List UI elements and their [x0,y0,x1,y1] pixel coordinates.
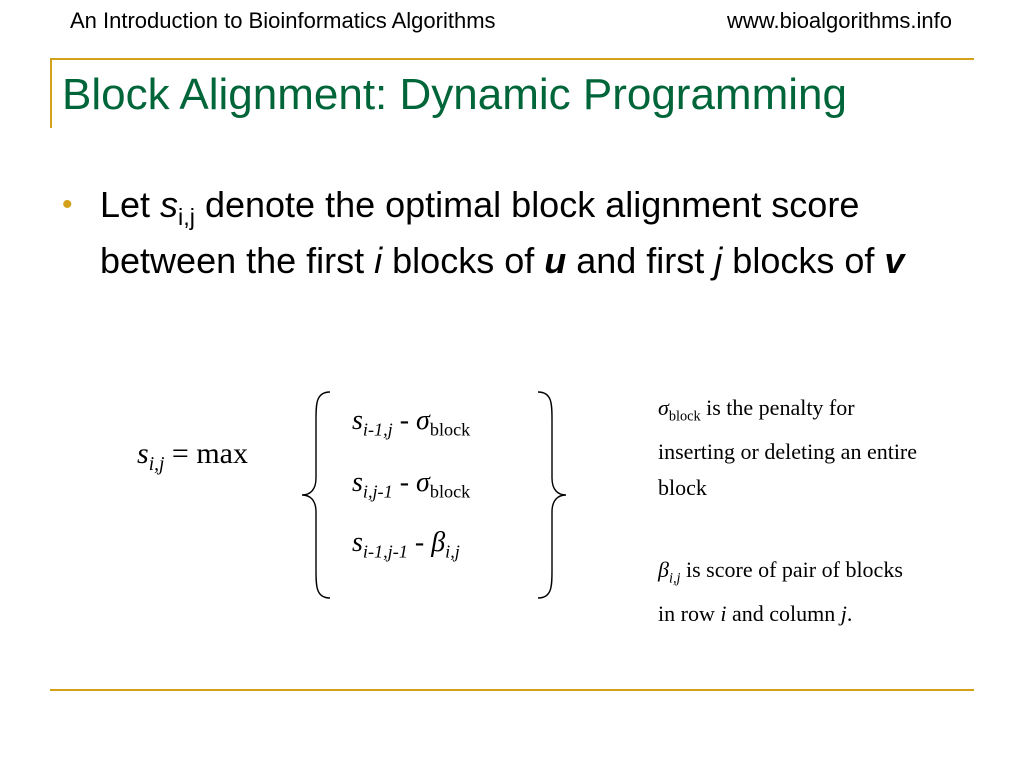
bullet-dot-icon: • [62,188,73,221]
recurrence-case-2: si,j-1 - σblock [352,467,471,502]
sigma-block-note: σblock is the penalty for inserting or d… [658,395,918,501]
recurrence-lhs: si,j = max [137,437,248,475]
right-brace [537,391,567,599]
website-url: www.bioalgorithms.info [727,8,952,33]
recurrence-case-1: si-1,j - σblock [352,405,471,440]
accent-rule-bottom [50,689,974,691]
slide-title: Block Alignment: Dynamic Programming [62,70,847,119]
bullet-text: Let si,j denote the optimal block alignm… [100,184,905,282]
recurrence-case-3: si-1,j-1 - βi,j [352,527,460,562]
beta-score-note: βi,j is score of pair of blocks in row i… [658,557,903,627]
left-brace [301,391,331,599]
accent-rule-vertical [50,58,52,128]
accent-rule-top [50,58,974,60]
bullet-point: • Let si,j denote the optimal block alig… [62,183,942,283]
course-title: An Introduction to Bioinformatics Algori… [70,8,496,33]
